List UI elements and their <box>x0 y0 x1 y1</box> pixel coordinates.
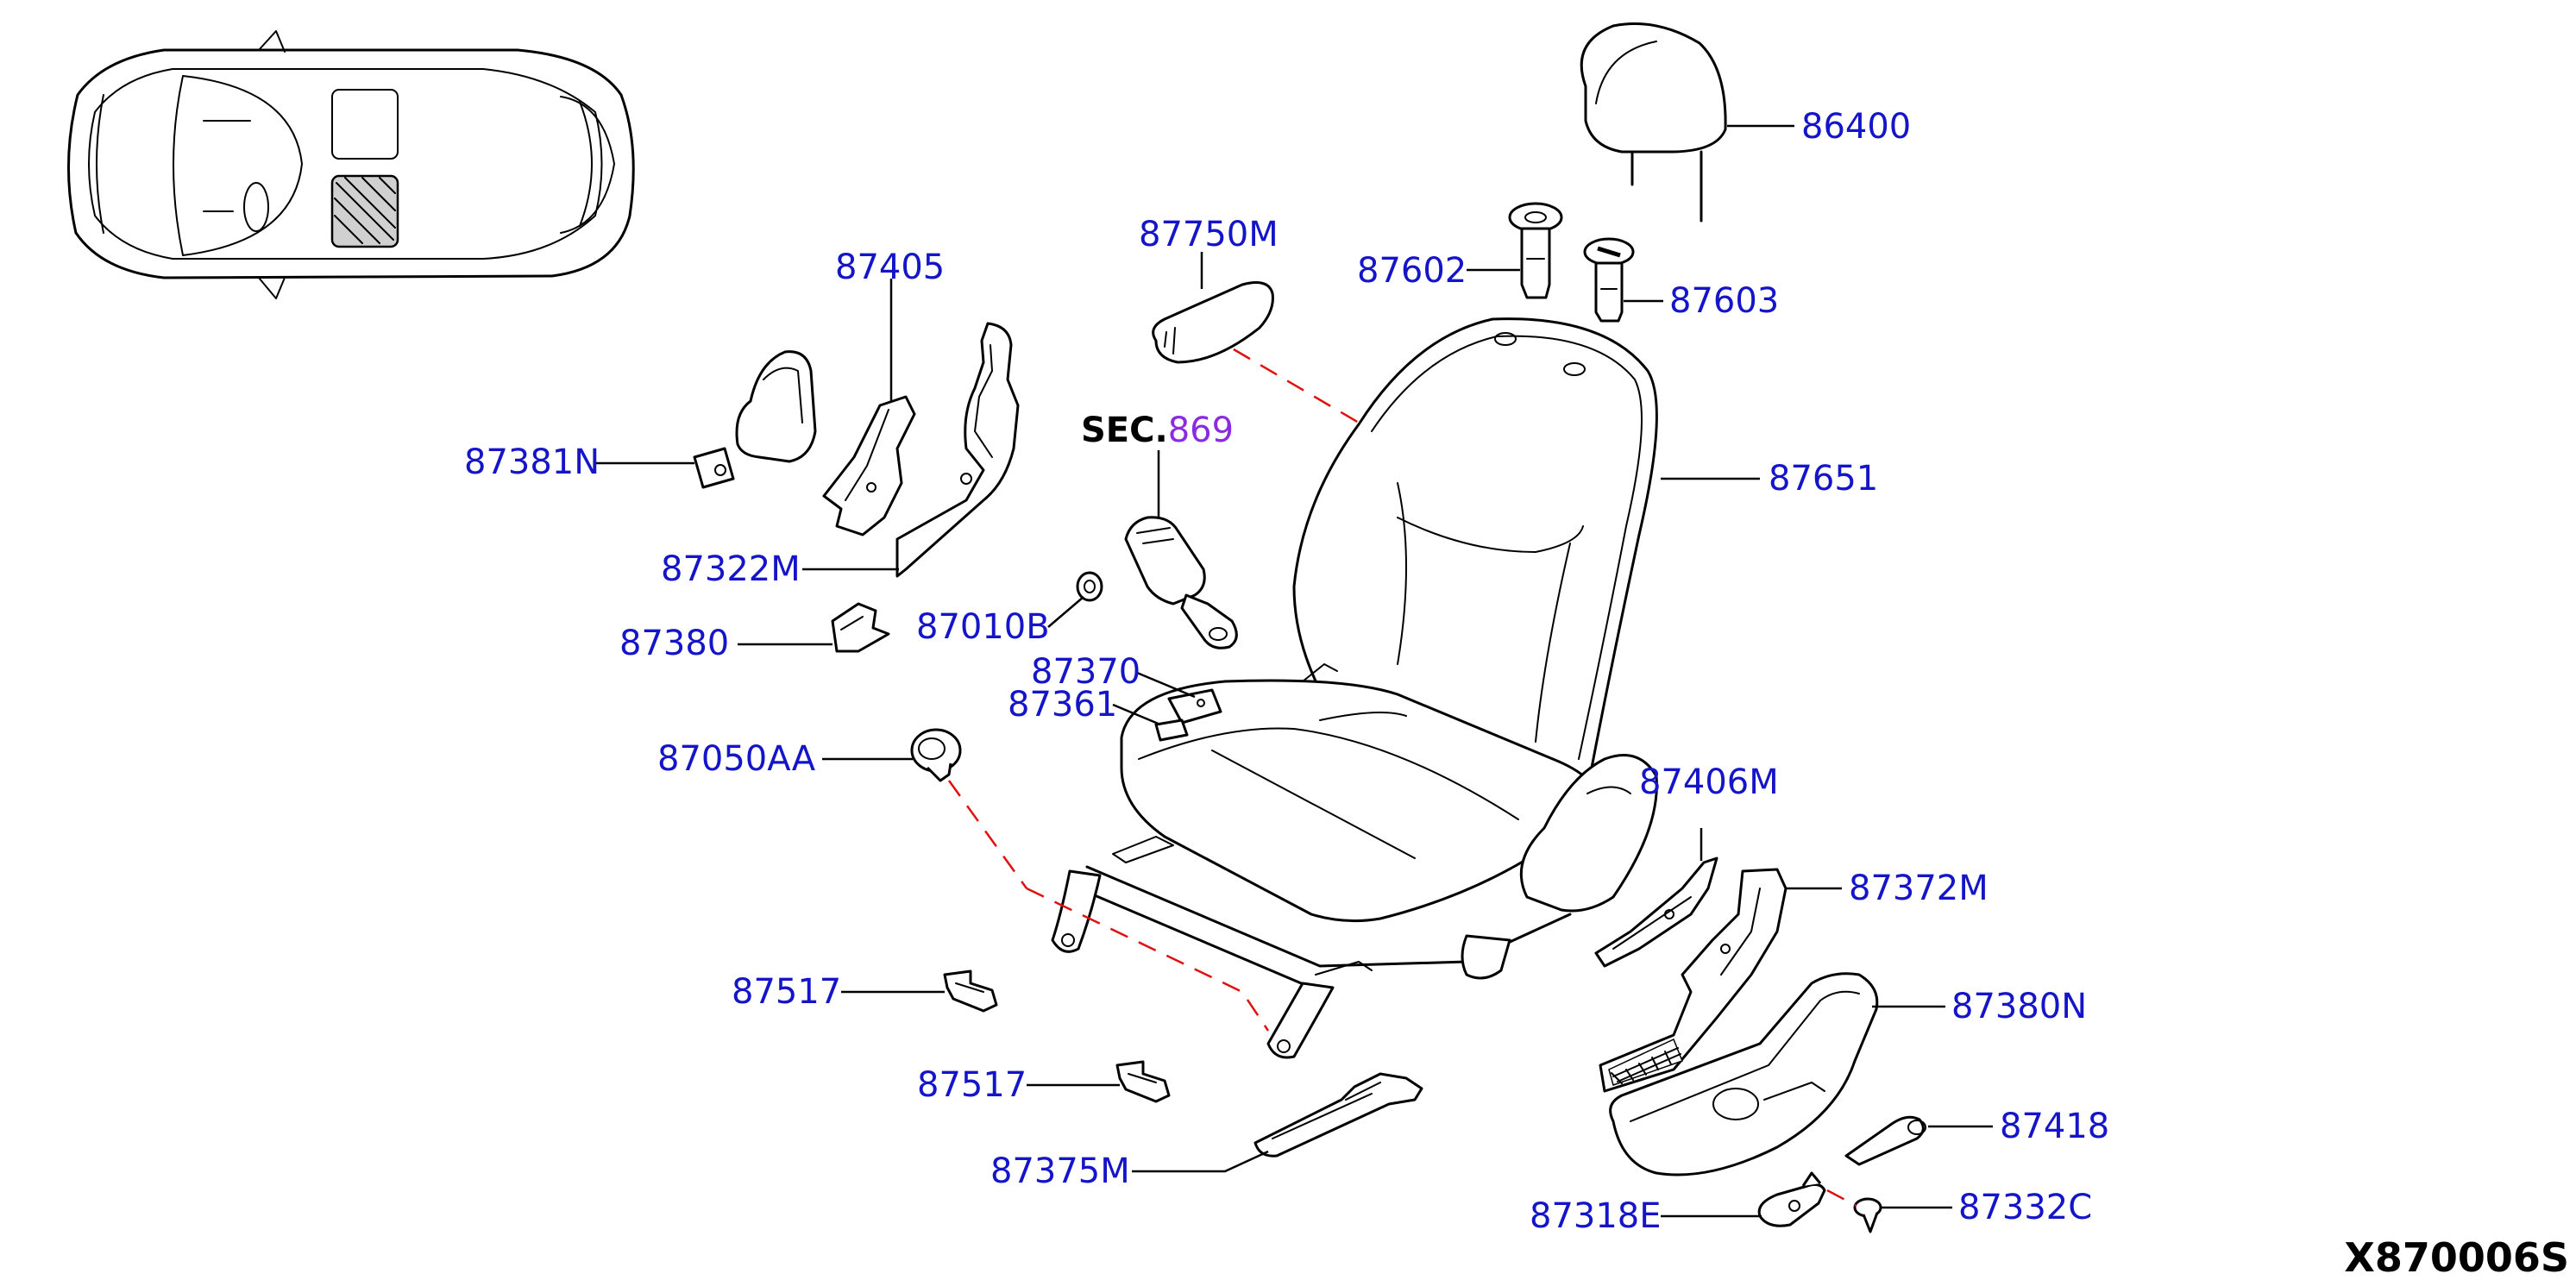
trim-87406m-part[interactable] <box>1594 856 1718 968</box>
section-prefix: SEC. <box>1081 411 1168 450</box>
label-87380n[interactable]: 87380N <box>1951 987 2087 1026</box>
label-87750m[interactable]: 87750M <box>1139 215 1279 254</box>
vehicle-locator-illustration <box>66 30 635 299</box>
trim-87322m-part[interactable] <box>895 322 1020 578</box>
label-87651[interactable]: 87651 <box>1769 459 1878 499</box>
shield-87380n-part[interactable] <box>1609 972 1879 1176</box>
label-87418[interactable]: 87418 <box>2000 1107 2109 1146</box>
headrest-part[interactable] <box>1580 22 1727 223</box>
rail-cover-87375m-part[interactable] <box>1253 1072 1423 1158</box>
label-87375m[interactable]: 87375M <box>990 1151 1130 1191</box>
trim-87381n-part[interactable] <box>693 350 817 489</box>
label-87380[interactable]: 87380 <box>619 624 729 663</box>
label-87370[interactable]: 87370 <box>1031 652 1140 692</box>
label-87517-upper[interactable]: 87517 <box>732 972 841 1012</box>
label-87010b[interactable]: 87010B <box>916 607 1050 647</box>
bracket-87380-part[interactable] <box>831 602 890 653</box>
label-87050aa[interactable]: 87050AA <box>657 739 816 779</box>
clip-87517-upper-part[interactable] <box>943 969 998 1013</box>
bracket-87318e-part[interactable] <box>1757 1171 1826 1227</box>
lever-87418-part[interactable] <box>1844 1115 1926 1166</box>
label-87602[interactable]: 87602 <box>1357 251 1467 291</box>
label-87332c[interactable]: 87332C <box>1958 1188 2092 1227</box>
section-869-reference[interactable]: SEC.869 <box>1081 411 1234 450</box>
label-87322m[interactable]: 87322M <box>661 549 801 589</box>
label-87372m[interactable]: 87372M <box>1849 869 1989 908</box>
shield-87372m-part[interactable] <box>1599 868 1787 1093</box>
label-87603[interactable]: 87603 <box>1669 281 1779 321</box>
label-87361[interactable]: 87361 <box>1008 685 1117 725</box>
clip-87370-part[interactable] <box>1167 688 1222 725</box>
label-87318e[interactable]: 87318E <box>1530 1196 1662 1236</box>
seat-belt-buckle-part[interactable] <box>1124 516 1238 649</box>
diagram-id: X870006S <box>2344 1234 2569 1280</box>
trim-87405-part[interactable] <box>822 395 916 536</box>
cap-87332c-part[interactable] <box>1853 1197 1882 1233</box>
clip-87517-lower-part[interactable] <box>1115 1060 1171 1103</box>
label-87381n[interactable]: 87381N <box>464 442 600 482</box>
label-87517-lower[interactable]: 87517 <box>917 1065 1027 1105</box>
headrest-guide-87602-part[interactable] <box>1508 202 1563 299</box>
knob-87050aa-part[interactable] <box>910 728 962 782</box>
section-number: 869 <box>1168 411 1234 450</box>
label-87406m[interactable]: 87406M <box>1639 762 1779 802</box>
clip-87361-part[interactable] <box>1154 718 1189 742</box>
nut-87010b-part[interactable] <box>1076 571 1103 602</box>
label-86400[interactable]: 86400 <box>1801 107 1911 147</box>
seat-assembly[interactable] <box>1051 317 1658 1059</box>
cover-87750m-part[interactable] <box>1152 281 1274 364</box>
label-87405[interactable]: 87405 <box>835 248 945 287</box>
headrest-guide-87603-part[interactable] <box>1583 237 1635 323</box>
